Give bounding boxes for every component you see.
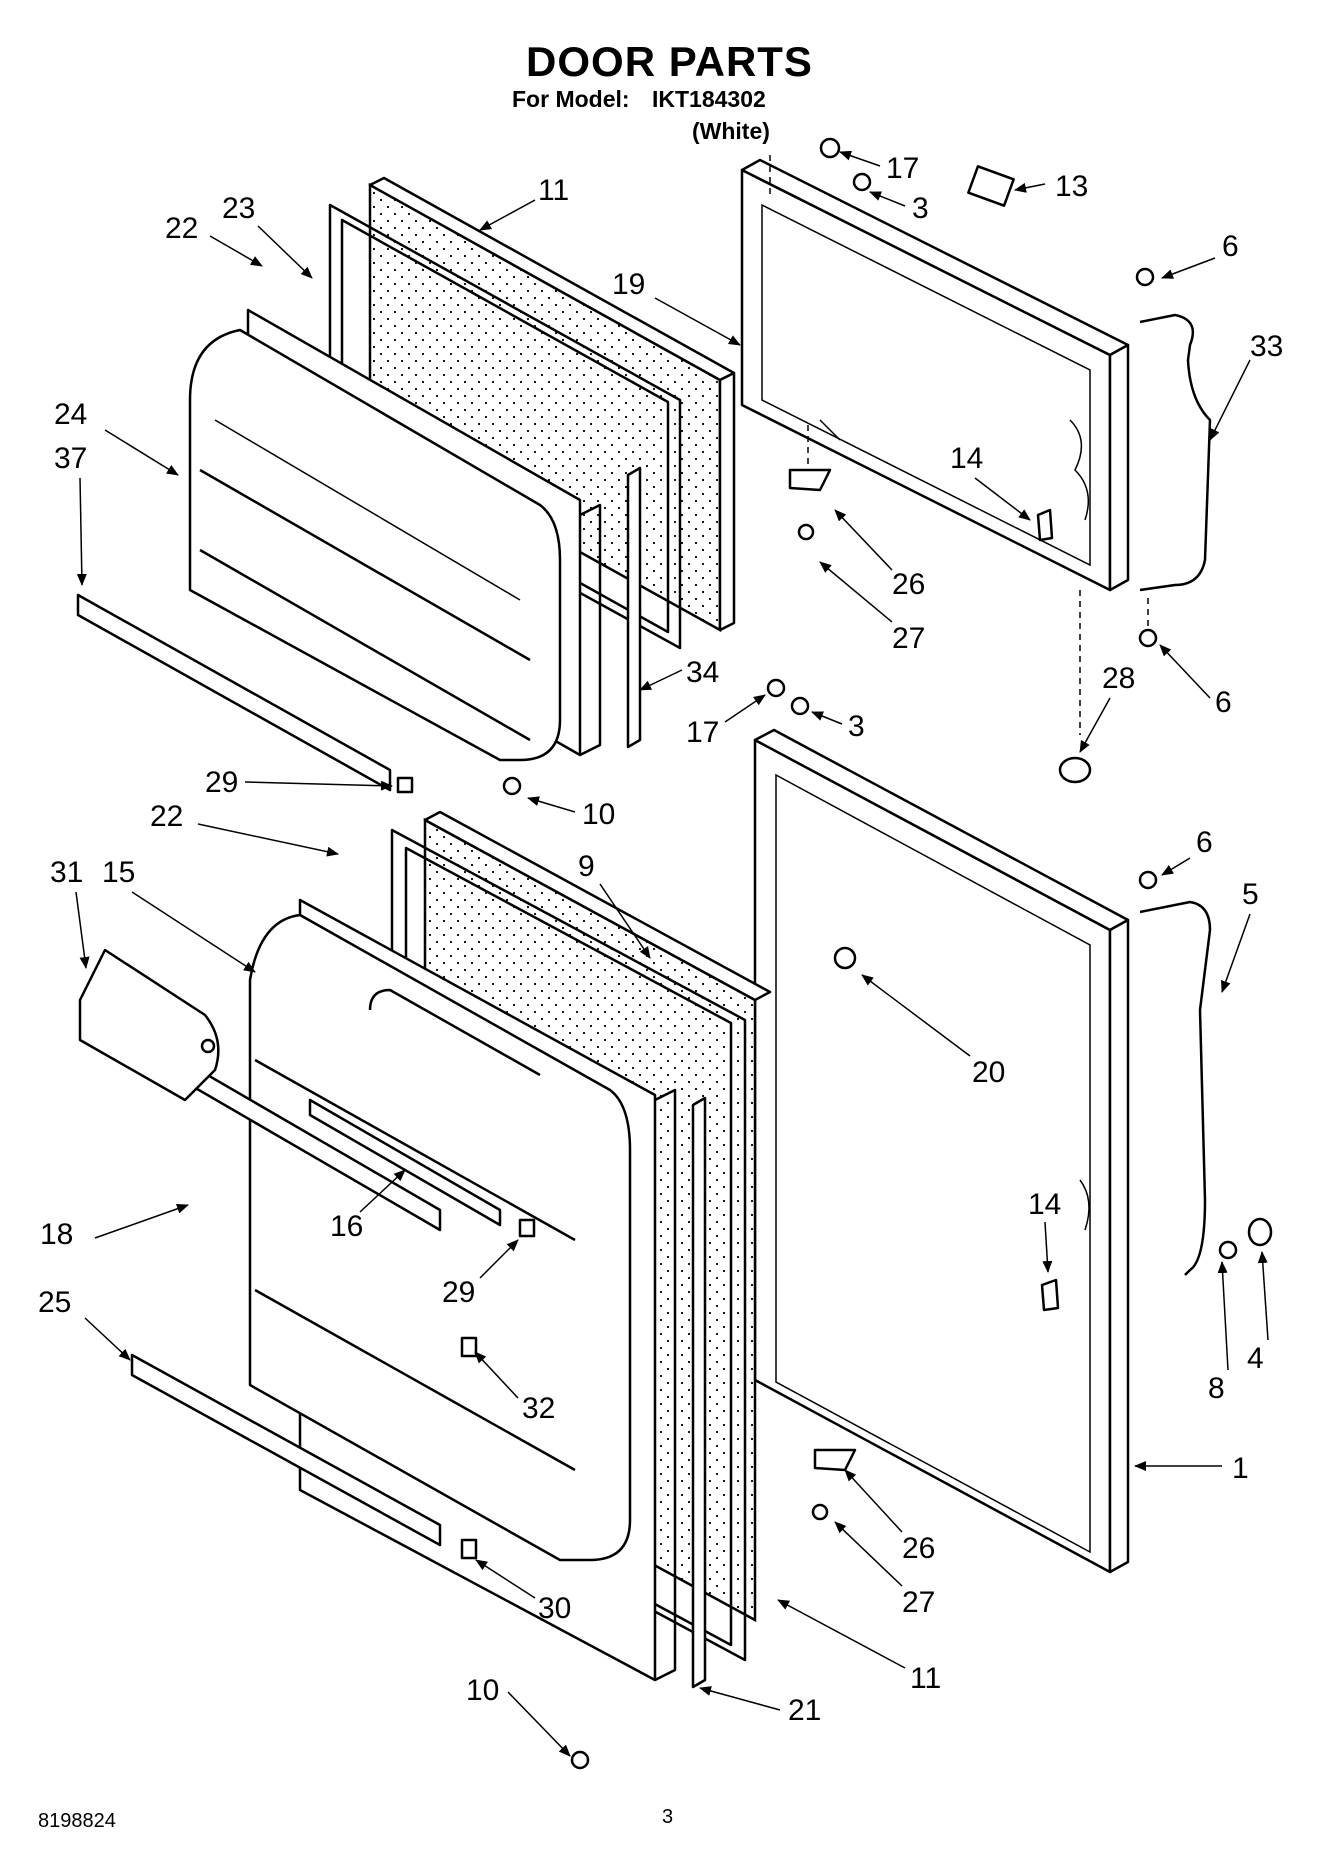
callout-label: 9 — [578, 850, 595, 883]
callout-label: 31 — [50, 856, 83, 889]
callout-label: 14 — [950, 442, 983, 475]
callout-label: 15 — [102, 856, 135, 889]
callout-label: 32 — [522, 1392, 555, 1425]
callout-label: 16 — [330, 1210, 363, 1243]
fresh-food-handle — [1139, 900, 1212, 1276]
callout-label: 20 — [972, 1056, 1005, 1089]
callouts: 17 3 13 11 22 23 6 19 33 24 37 14 26 27 … — [38, 150, 1283, 1757]
fresh-food-door-liner — [248, 898, 677, 1682]
callout-label: 4 — [1247, 1342, 1264, 1375]
callout-label: 33 — [1250, 330, 1283, 363]
model-color: (White) — [692, 118, 770, 144]
callout-label: 19 — [612, 268, 645, 301]
dairy-compartment-cover — [78, 948, 220, 1102]
callout-label: 29 — [442, 1276, 475, 1309]
freezer-door-outer-panel — [740, 158, 1130, 592]
callout-label: 24 — [54, 398, 87, 431]
freezer-door-liner — [188, 308, 602, 762]
callout-label: 3 — [848, 710, 865, 743]
callout-label: 6 — [1222, 230, 1239, 263]
freezer-side-trim — [626, 466, 642, 749]
callout-label: 18 — [40, 1218, 73, 1251]
callout-label: 25 — [38, 1286, 71, 1319]
freezer-handle — [1139, 313, 1212, 592]
callout-label: 3 — [912, 192, 929, 225]
callout-label: 11 — [910, 1662, 941, 1695]
callout-label: 6 — [1215, 686, 1232, 719]
page-title: DOOR PARTS — [526, 38, 813, 85]
callout-label: 30 — [538, 1592, 571, 1625]
callout-label: 28 — [1102, 662, 1135, 695]
callout-label: 8 — [1208, 1372, 1225, 1405]
fresh-food-side-trim — [691, 1096, 707, 1689]
callout-label: 37 — [54, 442, 87, 475]
callout-label: 17 — [886, 152, 919, 185]
callout-label: 29 — [205, 766, 238, 799]
document-number: 8198824 — [38, 1810, 116, 1832]
model-label: For Model: — [512, 86, 630, 112]
callout-label: 23 — [222, 192, 255, 225]
fresh-food-door-outer-panel — [753, 728, 1130, 1574]
callout-label: 5 — [1242, 878, 1259, 911]
callout-label: 22 — [165, 212, 198, 245]
callout-label: 11 — [538, 174, 569, 207]
callout-label: 6 — [1196, 826, 1213, 859]
callout-label: 22 — [150, 800, 183, 833]
callout-label: 34 — [686, 656, 719, 689]
callout-label: 10 — [466, 1674, 499, 1707]
hardware — [396, 137, 1273, 1770]
callout-label: 17 — [686, 716, 719, 749]
callout-label: 13 — [1055, 170, 1088, 203]
callout-label: 1 — [1232, 1452, 1249, 1485]
callout-label: 27 — [892, 622, 925, 655]
page-number: 3 — [662, 1806, 674, 1828]
callout-label: 10 — [582, 798, 615, 831]
callout-label: 21 — [788, 1694, 821, 1727]
callout-label: 14 — [1028, 1188, 1061, 1221]
model-number: IKT184302 — [652, 86, 766, 112]
callout-label: 26 — [892, 568, 925, 601]
callout-label: 26 — [902, 1532, 935, 1565]
callout-label: 27 — [902, 1586, 935, 1619]
